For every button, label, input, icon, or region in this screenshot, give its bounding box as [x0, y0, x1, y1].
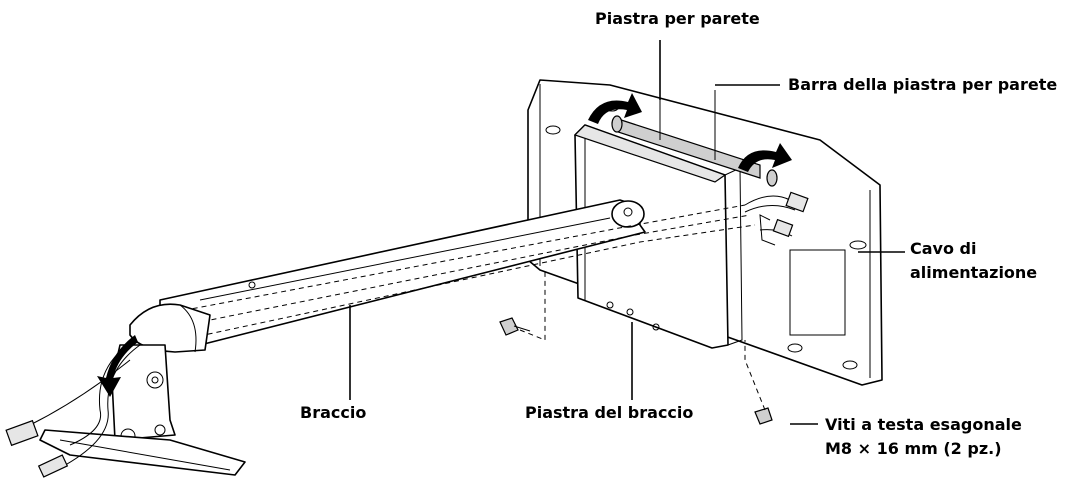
label-power-cable-line2: alimentazione — [910, 263, 1038, 282]
base-cables-drawing — [5, 335, 141, 478]
label-wall-plate-bar: Barra della piastra per parete — [788, 75, 1058, 94]
label-screws-line2: M8 × 16 mm (2 pz.) — [825, 439, 1002, 458]
projector-base-drawing — [39, 344, 246, 476]
arm-plate-drawing — [573, 124, 743, 349]
label-power-cable-line1: Cavo di — [910, 239, 977, 258]
callout-lines — [349, 40, 905, 425]
rotation-arrows — [588, 93, 792, 172]
label-arm: Braccio — [300, 403, 367, 422]
label-arm-plate: Piastra del braccio — [525, 403, 694, 422]
arm-drawing — [129, 199, 756, 353]
label-screws-line1: Viti a testa esagonale — [825, 415, 1022, 434]
power-cable-drawing — [744, 191, 809, 246]
hex-screws-drawing — [499, 270, 773, 425]
label-wall-plate: Piastra per parete — [595, 9, 760, 28]
wall-plate-bar-drawing — [611, 90, 778, 187]
